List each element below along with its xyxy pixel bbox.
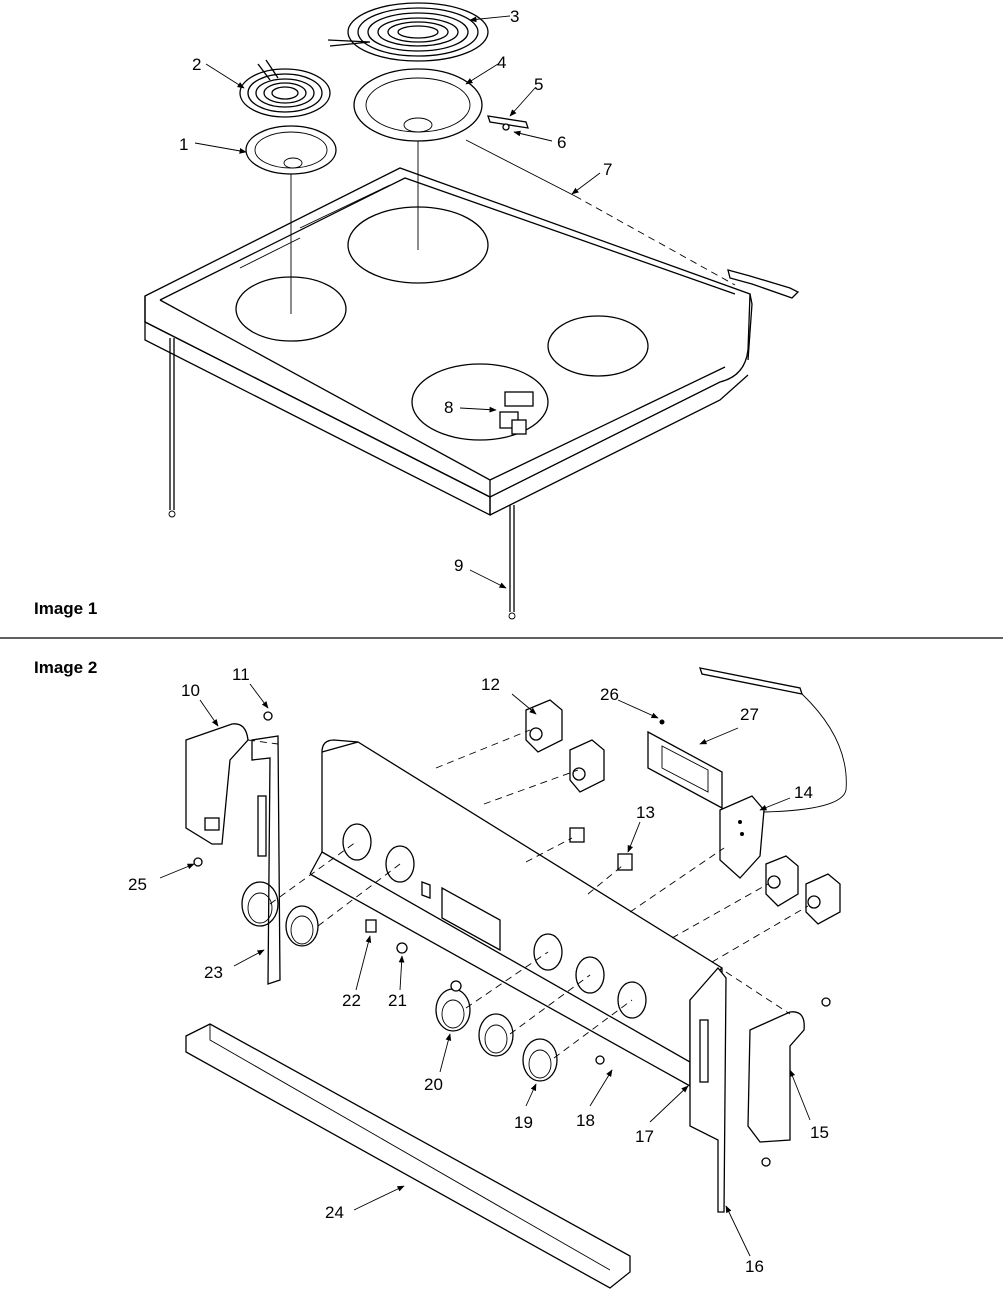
callout-24: 24	[325, 1203, 344, 1222]
callout-27: 27	[740, 705, 759, 724]
callout-1: 1	[179, 135, 188, 154]
callout-4: 4	[497, 53, 506, 72]
callout-16: 16	[745, 1257, 764, 1276]
callout-7: 7	[603, 160, 612, 179]
section-label-image-1: Image 1	[34, 599, 97, 618]
callout-19: 19	[514, 1113, 533, 1132]
large-element	[327, 2, 489, 62]
callout-26: 26	[600, 685, 619, 704]
callout-12: 12	[481, 675, 500, 694]
callout-23: 23	[204, 963, 223, 982]
callout-17: 17	[635, 1127, 654, 1146]
small-element	[239, 59, 331, 118]
callout-9: 9	[454, 556, 463, 575]
callout-8: 8	[444, 398, 453, 417]
callout-10: 10	[181, 681, 200, 700]
callout-18: 18	[576, 1111, 595, 1130]
callout-3: 3	[510, 7, 519, 26]
callout-6: 6	[557, 133, 566, 152]
callout-13: 13	[636, 803, 655, 822]
cooktop-assembly	[144, 2, 800, 620]
control-panel-assembly	[185, 667, 847, 1289]
callout-11: 11	[232, 665, 250, 684]
callout-22: 22	[342, 991, 361, 1010]
callout-5: 5	[534, 75, 543, 94]
section-label-image-2: Image 2	[34, 658, 97, 677]
callout-20: 20	[424, 1075, 443, 1094]
callout-21: 21	[388, 991, 407, 1010]
callout-numbers: 1 2 3 4 5 6 7 8 9 10 11 12 13 14 15 16 1…	[128, 7, 829, 1276]
callout-leaders-image-1	[194, 15, 601, 589]
callout-2: 2	[192, 55, 201, 74]
callout-14: 14	[794, 783, 813, 802]
callout-15: 15	[810, 1123, 829, 1142]
callout-25: 25	[128, 875, 147, 894]
callout-leaders-image-2	[159, 683, 811, 1257]
